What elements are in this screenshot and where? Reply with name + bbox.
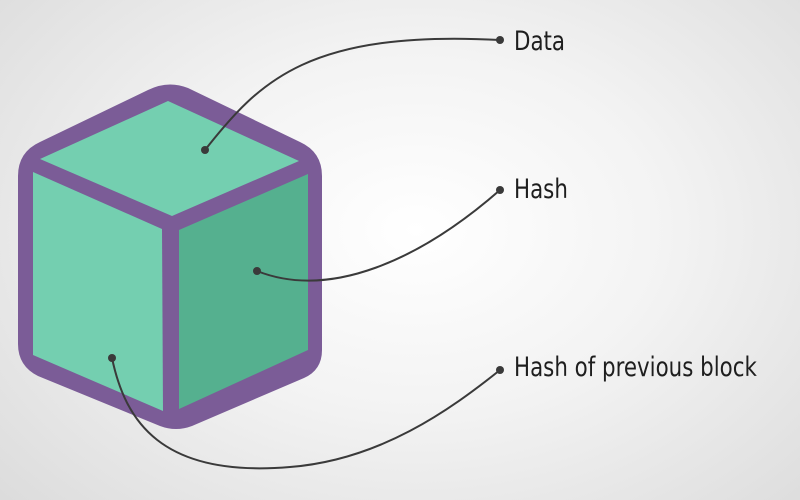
cube-top-face	[40, 101, 299, 216]
cube-right-face	[179, 174, 308, 409]
label-previous-block-hash: Hash of previous block	[514, 352, 757, 383]
connector-hash-dot-start	[253, 267, 261, 275]
connector-previous-hash-dot-end	[496, 366, 504, 374]
connector-previous-hash	[111, 357, 501, 470]
connector-data-dot-end	[496, 36, 504, 44]
cube-left-face	[33, 172, 163, 411]
connector-hash-dot-end	[496, 186, 504, 194]
label-data: Data	[514, 26, 566, 57]
connector-previous-hash-dot-start	[108, 354, 116, 362]
label-hash: Hash	[514, 174, 568, 205]
connector-hash	[256, 189, 501, 282]
connector-data-dot-start	[201, 146, 209, 154]
connector-data	[204, 37, 501, 151]
